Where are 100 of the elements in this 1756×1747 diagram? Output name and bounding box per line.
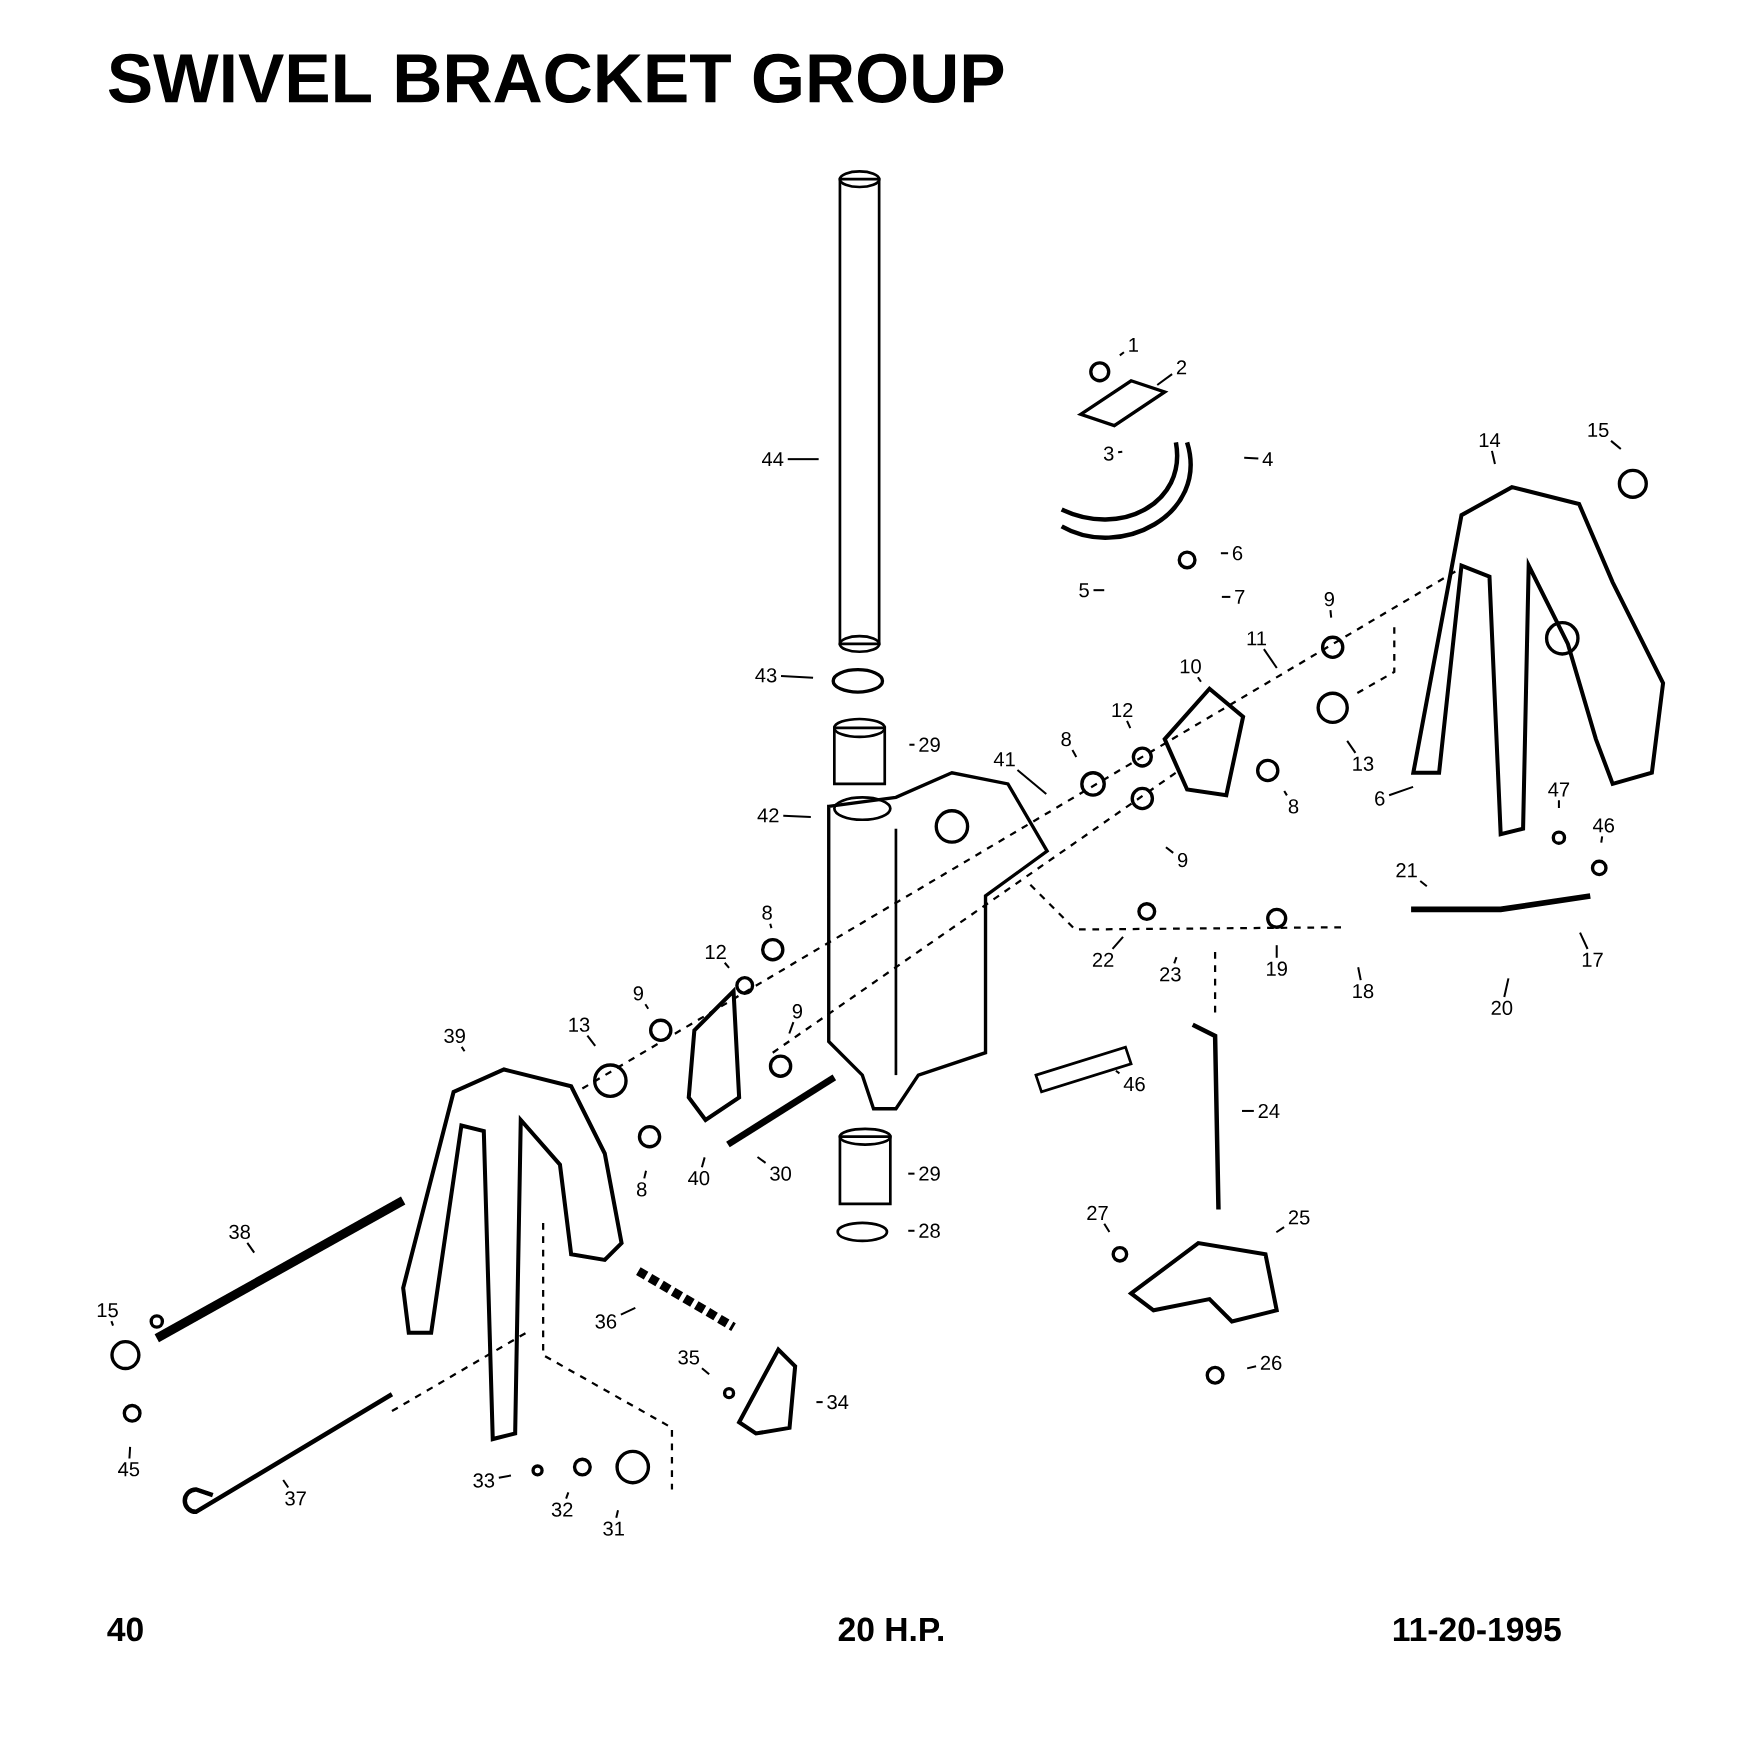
leader-line [1126, 720, 1132, 729]
leader-line [723, 962, 730, 969]
leader-line [110, 1320, 114, 1326]
callout-number: 32 [551, 1502, 573, 1517]
leader-line [769, 923, 773, 929]
callout-number: 9 [1324, 592, 1334, 607]
leader-line [1118, 450, 1123, 454]
callout-number: 8 [762, 905, 772, 920]
callout-number: 31 [603, 1521, 624, 1536]
callout-number: 6 [1232, 546, 1243, 561]
callout-number: 25 [1288, 1210, 1310, 1225]
callout-number: 45 [118, 1462, 140, 1477]
leader-line [1275, 945, 1278, 958]
callout-number: 40 [688, 1170, 710, 1186]
callout-number: 29 [919, 1166, 940, 1181]
leader-line [1111, 936, 1124, 950]
leader-line [1242, 1109, 1254, 1112]
leader-line [1346, 740, 1357, 754]
leader-line [783, 814, 811, 818]
callout-number: 23 [1160, 967, 1181, 982]
callout-number: 17 [1582, 952, 1603, 967]
callout-number: 9 [633, 986, 643, 1001]
leader-line [1419, 880, 1428, 887]
leader-line [1557, 800, 1560, 808]
callout-number: 9 [792, 1004, 803, 1019]
leader-line [1246, 1365, 1257, 1370]
callout-number: 8 [637, 1182, 647, 1197]
leader-line [1490, 450, 1496, 465]
leader-line [643, 1170, 647, 1179]
leader-line [565, 1492, 570, 1499]
callout-number: 30 [770, 1166, 791, 1181]
leader-line [498, 1474, 512, 1479]
leader-line [1600, 836, 1604, 843]
callout-number: 46 [1592, 818, 1615, 833]
callout-number: 43 [755, 668, 777, 683]
footer-text: 40 [107, 1617, 143, 1642]
leader-line [781, 675, 814, 679]
leader-line [1610, 440, 1622, 450]
leader-line [1244, 456, 1259, 460]
leader-line [1220, 552, 1229, 555]
leader-line [1197, 676, 1202, 683]
callout-number: 12 [1112, 702, 1133, 718]
leader-line [1503, 978, 1510, 998]
leader-line [1579, 932, 1589, 950]
leader-line [1103, 1223, 1111, 1233]
callout-number: 8 [1288, 799, 1299, 814]
leader-line [1016, 769, 1047, 795]
callout-number: 4 [1262, 452, 1273, 467]
callout-number: 19 [1267, 961, 1287, 976]
callout-number: 3 [1103, 446, 1114, 461]
callout-number: 37 [285, 1491, 306, 1506]
callout-number: 29 [919, 737, 940, 752]
leader-line [282, 1479, 290, 1489]
leader-line [908, 1172, 915, 1175]
leader-line [1173, 956, 1178, 964]
leader-line [909, 743, 915, 746]
callout-number: 34 [827, 1394, 849, 1410]
leader-line [620, 1306, 636, 1316]
leader-line [1093, 589, 1105, 592]
leader-line [246, 1242, 255, 1254]
callout-number: 15 [97, 1303, 118, 1318]
callout-number: 41 [993, 752, 1015, 767]
leader-line [1115, 1069, 1121, 1075]
callout-number: 6 [1375, 791, 1385, 806]
callout-number: 28 [919, 1223, 940, 1238]
leader-line [1357, 967, 1362, 981]
leader-line [788, 1021, 795, 1034]
leader-line [1165, 846, 1174, 854]
callout-number: 10 [1180, 659, 1201, 674]
callout-number: 12 [705, 944, 726, 959]
callout-number: 21 [1396, 863, 1417, 878]
callout-number: 2 [1176, 360, 1187, 375]
leader-line [908, 1229, 915, 1232]
leader-line [1221, 595, 1231, 598]
leader-line [1275, 1226, 1285, 1234]
callout-number: 38 [229, 1224, 250, 1239]
callout-number: 8 [1061, 731, 1071, 747]
leader-line [1388, 785, 1414, 797]
leader-line [615, 1509, 619, 1518]
callout-number: 47 [1548, 782, 1570, 797]
leader-line [644, 1003, 650, 1010]
leader-line [460, 1046, 466, 1052]
leader-line [816, 1401, 823, 1404]
callout-number: 11 [1247, 631, 1266, 646]
callout-number: 42 [757, 808, 779, 823]
leader-line [701, 1367, 710, 1375]
callout-number: 13 [569, 1017, 590, 1032]
leader-line [700, 1157, 706, 1168]
leader-line [586, 1035, 596, 1047]
title: SWIVEL BRACKET GROUP [108, 53, 1004, 103]
callout-number: 9 [1177, 852, 1188, 868]
leader-line [128, 1446, 132, 1459]
leader-line [1119, 351, 1125, 357]
leader-line [1156, 373, 1173, 386]
callout-number: 18 [1353, 983, 1374, 999]
callout-number: 20 [1491, 1000, 1513, 1016]
leader-line [1263, 648, 1278, 669]
callout-number: 22 [1092, 952, 1114, 967]
callout-number: 33 [473, 1473, 495, 1488]
callout-number: 7 [1235, 589, 1245, 604]
